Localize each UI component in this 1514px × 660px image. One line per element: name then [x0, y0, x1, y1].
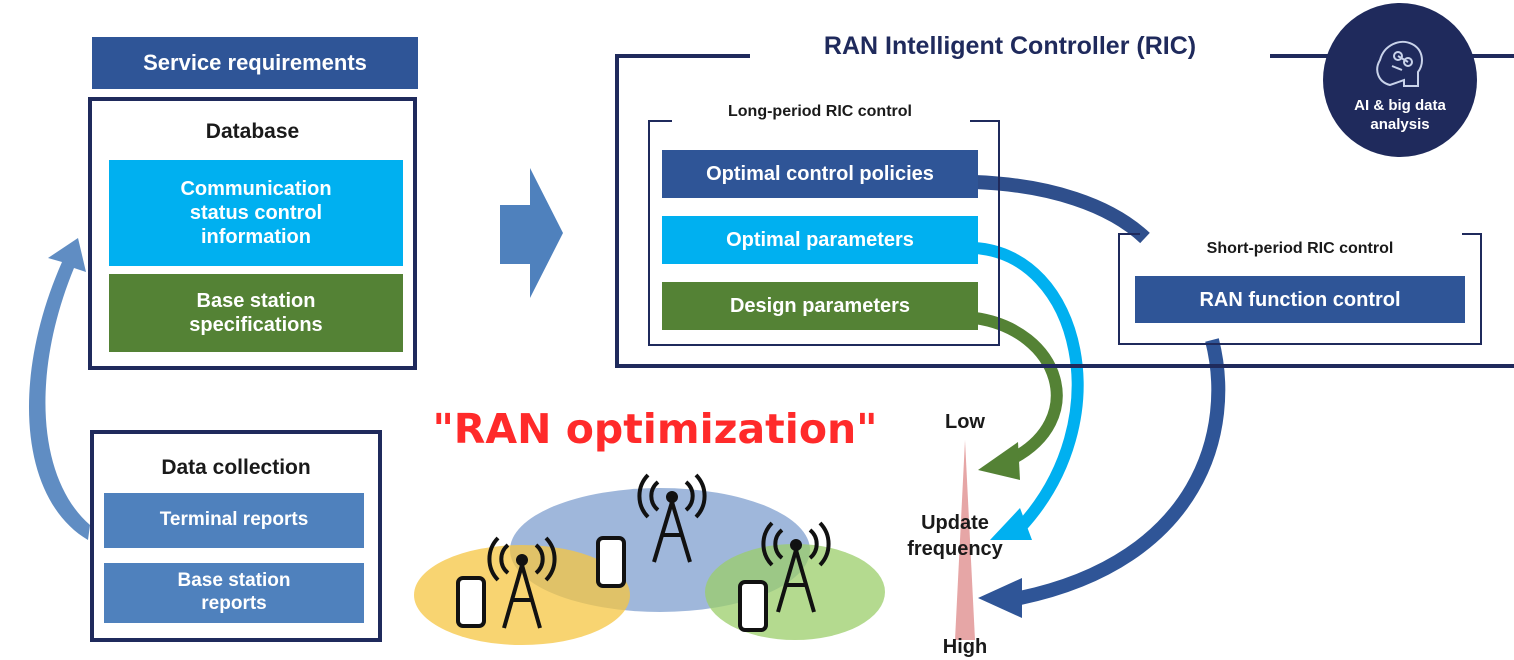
long-period-top-right: [970, 120, 1000, 122]
base-station-reports-box: Base station reports: [104, 563, 364, 623]
short-period-top-right: [1462, 233, 1482, 235]
ran-function-control-box: RAN function control: [1135, 276, 1465, 323]
feedback-loop-arrow: [28, 238, 90, 540]
flow-arrow: [500, 168, 563, 298]
phone-left-icon: [456, 576, 486, 628]
tower-right-icon: [761, 521, 831, 613]
short-period-panel: [1118, 233, 1482, 345]
ai-badge-label: AI & big data analysis: [1354, 97, 1446, 133]
database-title: Database: [205, 120, 300, 143]
navy-arrow: [1018, 338, 1226, 605]
cyan-arrow: [974, 242, 1084, 533]
optimal-policies-box: Optimal control policies: [662, 150, 978, 198]
service-requirements-header: Service requirements: [92, 37, 418, 89]
design-parameters-box: Design parameters: [662, 282, 978, 330]
short-period-title: Short-period RIC control: [1206, 240, 1394, 257]
base-station-specs-box: Base station specifications: [109, 274, 403, 352]
ric-title: RAN Intelligent Controller (RIC): [750, 22, 1270, 70]
frequency-high-label: High: [942, 636, 988, 658]
optimal-parameters-box: Optimal parameters: [662, 216, 978, 264]
phone-right-icon: [738, 580, 768, 632]
terminal-reports-box: Terminal reports: [104, 493, 364, 548]
update-frequency-label: Update frequency: [907, 512, 1003, 560]
data-collection-title: Data collection: [161, 456, 311, 479]
tower-left-icon: [487, 536, 557, 629]
frequency-triangle: [955, 440, 975, 640]
policy-to-short-arrow: [974, 175, 1150, 244]
frequency-low-label: Low: [945, 411, 985, 433]
short-period-top-left: [1118, 233, 1140, 235]
comm-status-box: Communication status control information: [109, 160, 403, 266]
green-arrow: [974, 312, 1063, 466]
tower-center-icon: [637, 473, 707, 563]
phone-center-icon: [596, 536, 626, 588]
ran-optimization-title: "RAN optimization": [432, 405, 878, 453]
long-period-panel: [648, 120, 1000, 346]
long-period-top-left: [648, 120, 672, 122]
long-period-title: Long-period RIC control: [728, 103, 912, 120]
